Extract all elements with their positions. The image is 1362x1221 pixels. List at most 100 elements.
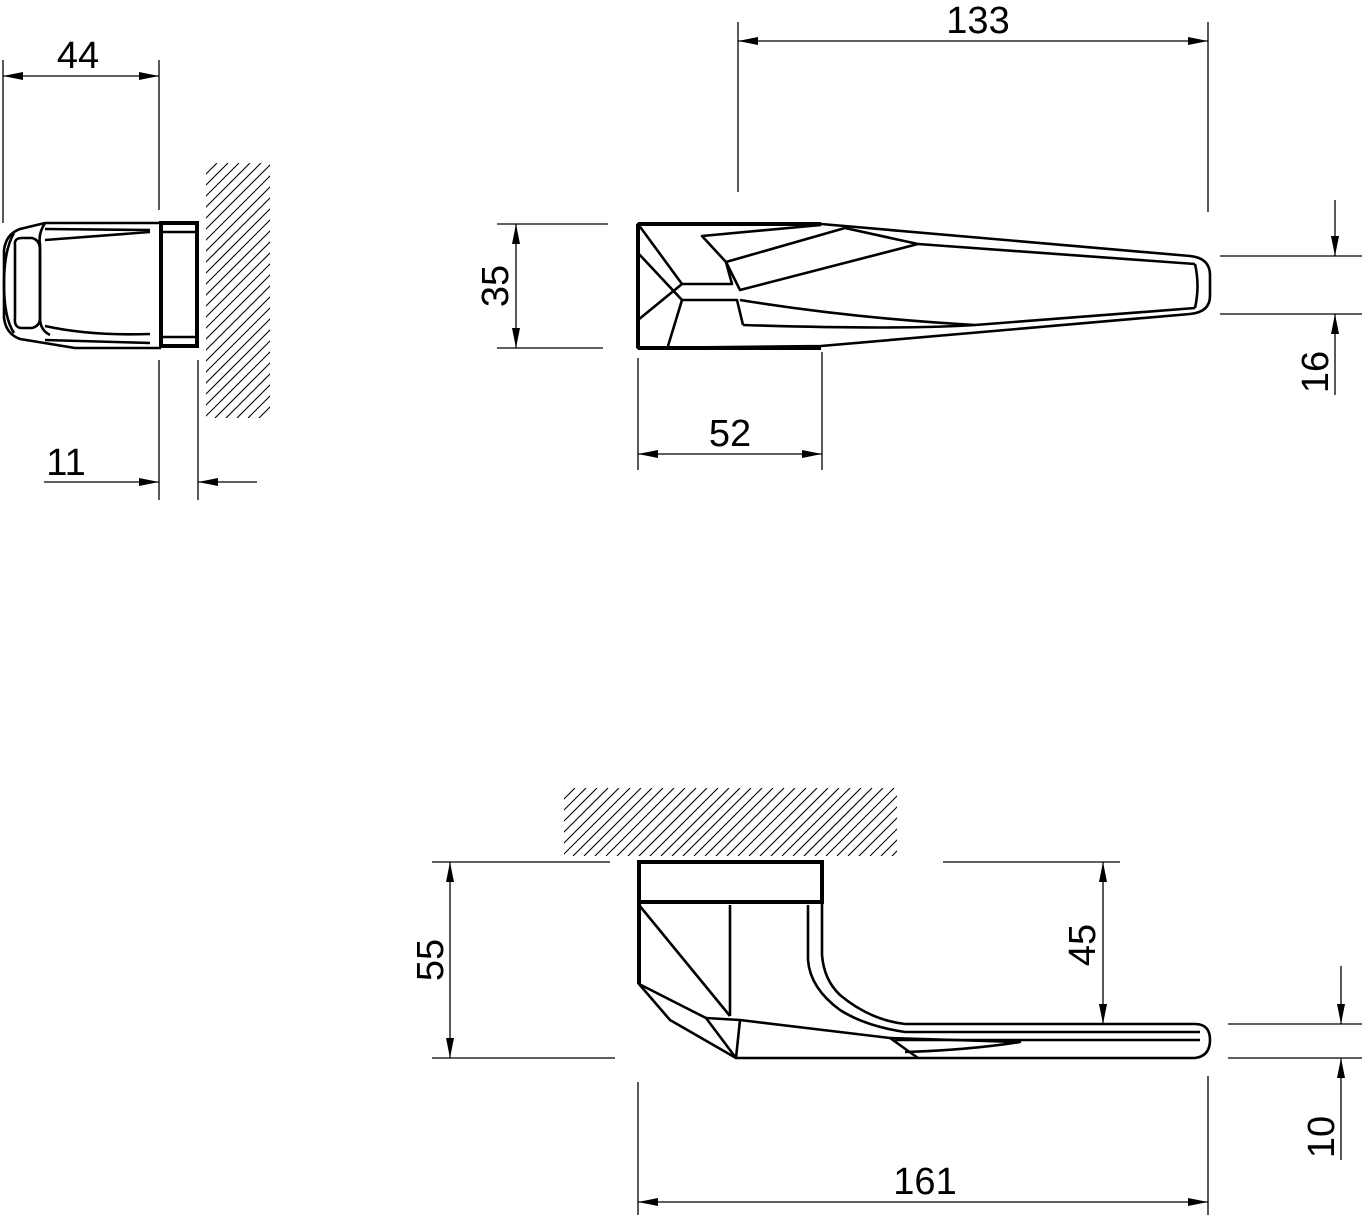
- hatch-line: [206, 318, 270, 384]
- hatch-line: [206, 163, 229, 186]
- hatch-line: [206, 164, 270, 230]
- hatch-line: [958, 788, 1026, 856]
- hatch-line: [206, 241, 270, 307]
- hatch-line: [564, 788, 620, 844]
- hatch-line: [214, 362, 270, 418]
- hatch-line: [206, 274, 270, 340]
- rose-side: [159, 221, 199, 348]
- hatch-line: [594, 788, 664, 856]
- hatch-line: [479, 163, 734, 418]
- hatch-line: [206, 230, 270, 296]
- hatch-line: [424, 163, 679, 418]
- hatch-line: [247, 395, 270, 418]
- hatch-line: [236, 384, 270, 418]
- hatch-line: [880, 839, 897, 856]
- hatch-line: [206, 163, 207, 164]
- dim-top-tip: 16: [1295, 351, 1337, 393]
- hatch-line: [303, 163, 558, 418]
- hatch-line: [627, 788, 697, 856]
- hatch-line: [803, 788, 873, 856]
- hatch-line: [869, 828, 897, 856]
- hatch-line: [925, 788, 993, 856]
- hatch-line: [903, 788, 971, 856]
- hatch-line: [206, 329, 270, 395]
- hatch-line: [792, 788, 862, 856]
- hatch-line: [206, 186, 270, 252]
- hatch-line: [314, 163, 569, 418]
- hatch-line: [206, 175, 270, 241]
- hatch-line: [914, 788, 982, 856]
- hatch-line: [206, 252, 270, 318]
- hatch-line: [564, 788, 576, 800]
- hatch-line: [206, 340, 270, 406]
- hatch-line: [781, 788, 851, 856]
- dim-top-height: 35: [475, 265, 517, 307]
- hatch-line: [616, 788, 686, 856]
- hatch-line: [564, 788, 609, 833]
- hatch-line: [759, 788, 829, 856]
- hatch-line: [704, 788, 774, 856]
- hatch-line: [206, 263, 270, 329]
- hatch-line: [638, 788, 708, 856]
- wall-hatch-front: [564, 788, 1026, 856]
- hatch-line: [693, 788, 763, 856]
- hatch-line: [947, 788, 1015, 856]
- hatch-line: [206, 197, 270, 263]
- hatch-line: [564, 788, 565, 789]
- hatch-line: [649, 788, 719, 856]
- hatch-line: [671, 788, 741, 856]
- dim-top-rose: 52: [709, 413, 751, 455]
- front-view: 55 45 10 161: [410, 788, 1362, 1215]
- hatch-line: [737, 788, 807, 856]
- hatch-line: [225, 373, 270, 418]
- hatch-line: [564, 788, 587, 811]
- hatch-line: [564, 788, 598, 822]
- hatch-line: [605, 788, 675, 856]
- hatch-line: [660, 788, 730, 856]
- hatch-line: [858, 817, 897, 856]
- dim-top-length: 133: [946, 0, 1009, 42]
- hatch-line: [413, 163, 668, 418]
- hatch-line: [490, 163, 745, 418]
- hatch-line: [206, 219, 270, 285]
- dim-front-tip: 10: [1301, 1116, 1343, 1158]
- hatch-line: [206, 285, 270, 351]
- hatch-line: [206, 351, 270, 417]
- hatch-line: [564, 788, 631, 855]
- top-view: 133 35 16 52: [475, 0, 1362, 470]
- hatch-line: [206, 163, 218, 175]
- hatch-line: [572, 788, 642, 856]
- hatch-line: [847, 806, 897, 856]
- hatch-line: [206, 163, 251, 208]
- hatch-line: [836, 795, 897, 856]
- hatch-line: [325, 163, 580, 418]
- dim-front-length: 161: [893, 1161, 956, 1203]
- hatch-line: [336, 163, 591, 418]
- hatch-line: [206, 296, 270, 362]
- rose-front: [637, 860, 824, 904]
- hatch-line: [726, 788, 796, 856]
- hatch-line: [206, 163, 262, 219]
- hatch-line: [206, 208, 270, 274]
- hatch-line: [206, 163, 240, 197]
- hatch-line: [501, 163, 756, 418]
- hatch-line: [891, 850, 897, 856]
- dim-front-total-height: 55: [410, 939, 452, 981]
- dim-front-offset: 45: [1062, 924, 1104, 966]
- hatch-line: [748, 788, 818, 856]
- dim-side-depth: 44: [57, 35, 99, 77]
- hatch-line: [936, 788, 1004, 856]
- hatch-line: [814, 788, 884, 856]
- wall-hatch-side: [206, 163, 756, 418]
- hatch-line: [583, 788, 653, 856]
- hatch-line: [715, 788, 785, 856]
- hatch-line: [682, 788, 752, 856]
- side-view: 44 11: [2, 35, 756, 500]
- hatch-line: [435, 163, 690, 418]
- hatch-line: [770, 788, 840, 856]
- hatch-line: [402, 163, 657, 418]
- handle-outline-top: [636, 222, 1212, 350]
- handle-outline-front: [637, 902, 1212, 1060]
- dim-side-rose: 11: [46, 442, 85, 484]
